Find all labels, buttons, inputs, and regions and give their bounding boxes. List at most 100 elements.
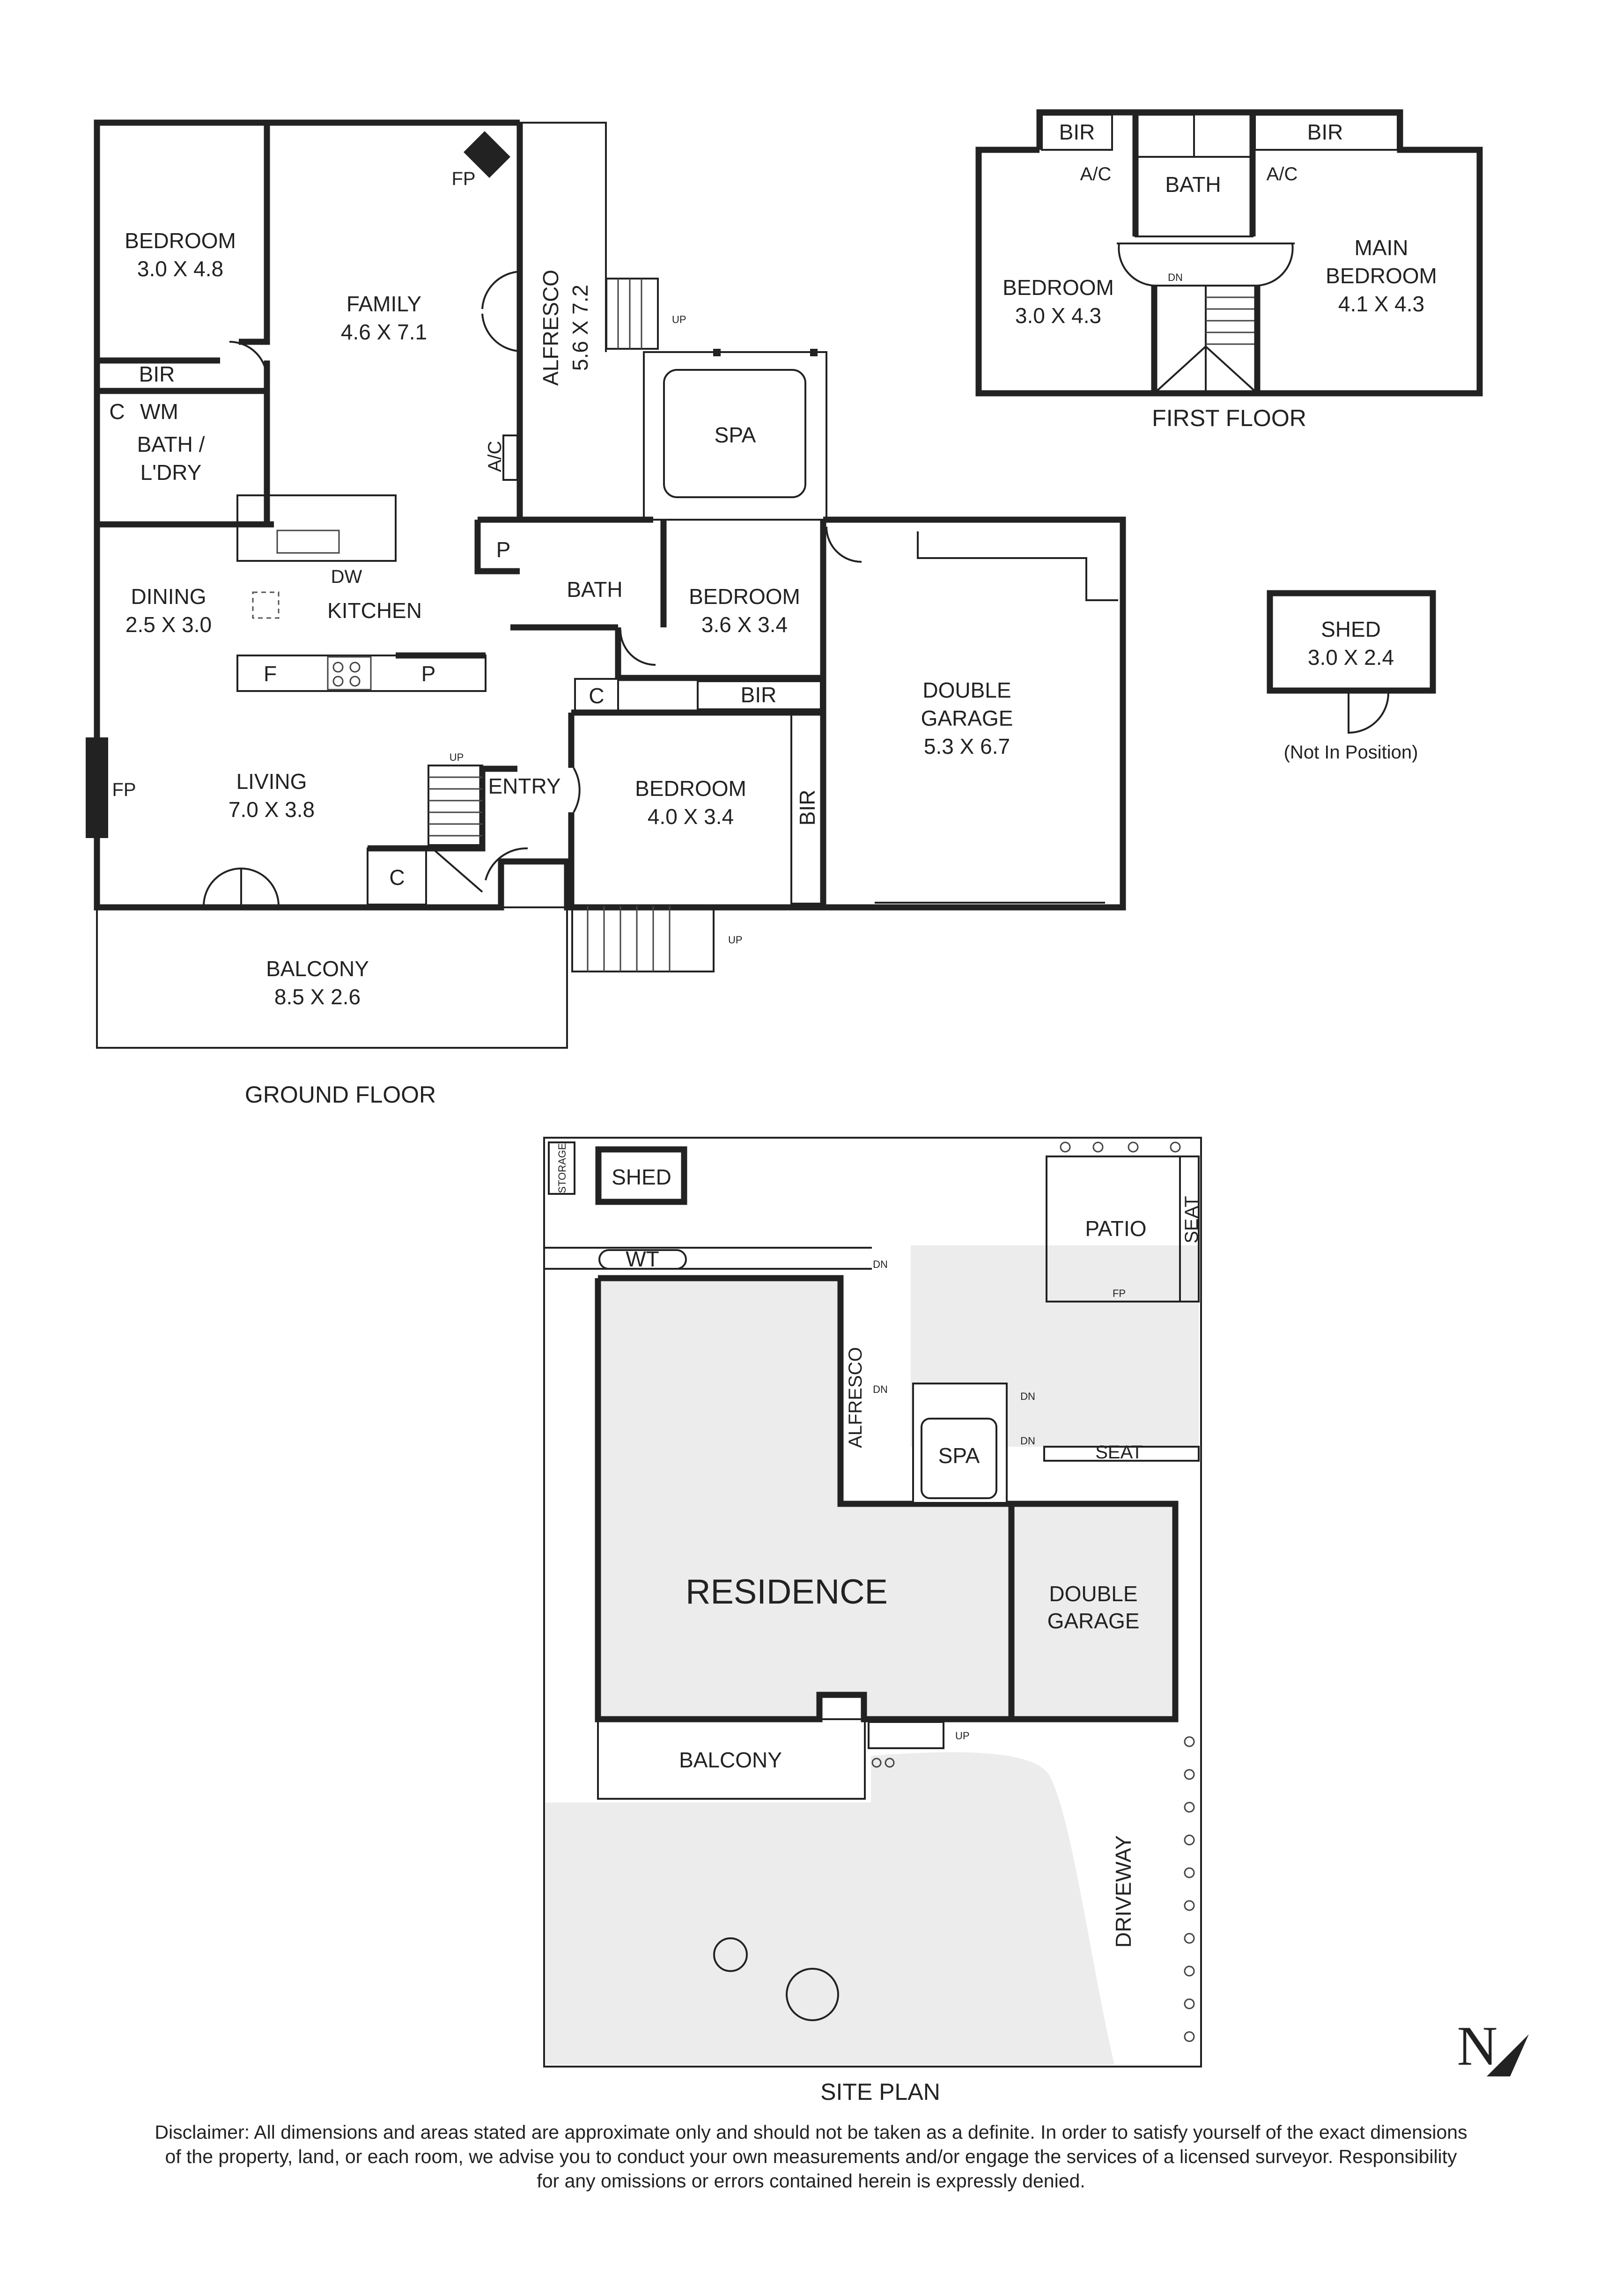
family-dims: 4.6 X 7.1: [341, 320, 427, 344]
site-spa-label: SPA: [938, 1443, 980, 1468]
tree: [713, 1937, 748, 1972]
shrub: [885, 1758, 895, 1768]
storage: [548, 1141, 575, 1195]
site-garage-label: DOUBLE: [1049, 1582, 1137, 1606]
site-seat-label: SEAT: [1095, 1442, 1143, 1463]
hedge: [1170, 1141, 1181, 1153]
kitchen-label: KITCHEN: [327, 598, 422, 623]
bedroom-mid-dims: 3.6 X 3.4: [701, 612, 788, 637]
site-up-label: UP: [955, 1730, 970, 1742]
bedroom-se-label: BEDROOM: [635, 776, 746, 801]
site-balcony-label: BALCONY: [679, 1748, 782, 1772]
alfresco-dims: 5.6 X 7.2: [568, 285, 592, 371]
cooktop-burner: [349, 676, 361, 687]
bath-wall: [474, 520, 520, 574]
patio-seat: [1179, 1155, 1200, 1303]
disclaimer: Disclaimer: All dimensions and areas sta…: [80, 2120, 1542, 2193]
first-floor-exterior-wall: [975, 109, 1483, 397]
seat-bench: [1043, 1446, 1200, 1462]
balcony-dims: 8.5 X 2.6: [274, 985, 361, 1009]
first-floor-title: FIRST FLOOR: [1152, 405, 1306, 431]
spa-post: [713, 349, 721, 356]
living-label: LIVING: [236, 769, 307, 794]
bir-robe: [697, 680, 822, 710]
ff-dn-label: DN: [1168, 272, 1183, 283]
sink: [276, 530, 340, 554]
pantry-label: P: [421, 662, 436, 686]
shrub: [871, 1758, 882, 1768]
site-garage: [1008, 1501, 1179, 1722]
site-spa-deck: [912, 1383, 1008, 1504]
hedge: [1092, 1141, 1104, 1153]
stair-up-label: UP: [450, 751, 464, 763]
bedroom-se-dims: 4.0 X 3.4: [648, 804, 734, 829]
water-tank-label: WT: [626, 1247, 659, 1271]
family-label: FAMILY: [347, 292, 421, 316]
ff-bir-left-label: BIR: [1059, 120, 1095, 144]
external-stair: [571, 905, 715, 972]
site-shed: [595, 1146, 687, 1205]
dn-label: DN: [1020, 1435, 1035, 1447]
garage-label-2: GARAGE: [921, 706, 1013, 730]
spa-post: [810, 349, 818, 356]
ff-bedroom-label: BEDROOM: [1003, 275, 1114, 300]
cooktop-burner: [332, 676, 344, 687]
hedge: [1184, 2031, 1195, 2042]
site-plan-title: SITE PLAN: [820, 2079, 940, 2105]
dw-label: DW: [331, 567, 362, 587]
kitchen-bench: [236, 655, 487, 692]
compass-arrow-icon: [1487, 2034, 1529, 2076]
ground-floor-plan: BEDROOM 3.0 X 4.8 FAMILY 4.6 X 7.1 FP AL…: [86, 119, 1126, 1108]
external-stair-up-label: UP: [728, 934, 743, 946]
ff-ac-right-label: A/C: [1267, 164, 1298, 184]
storage-label: STORAGE: [556, 1143, 568, 1193]
fridge-label: F: [264, 662, 277, 686]
garage-dims: 5.3 X 6.7: [924, 734, 1010, 758]
residence-label: RESIDENCE: [686, 1572, 888, 1611]
tree: [786, 1968, 839, 2021]
north-compass: N: [1457, 2015, 1529, 2077]
door-swing: [481, 271, 520, 309]
site-shed-label: SHED: [612, 1165, 671, 1189]
hedge: [1184, 1998, 1195, 2009]
door-swing: [485, 847, 528, 881]
cupboard-label: C: [389, 865, 405, 890]
ff-bir-right-label: BIR: [1307, 120, 1343, 144]
ff-main-bedroom-label-2: BEDROOM: [1326, 264, 1437, 288]
balcony-label: BALCONY: [266, 957, 369, 981]
dn-label: DN: [1020, 1391, 1035, 1402]
fireplace-living-label: FP: [112, 780, 136, 800]
bir-label: BIR: [139, 362, 175, 386]
door-swing: [826, 526, 862, 563]
bath-pantry-label: P: [496, 537, 511, 562]
site-spa: [921, 1418, 997, 1499]
cooktop-burner: [349, 662, 361, 673]
door-swing: [573, 767, 581, 813]
cupboard-label: C: [109, 399, 125, 424]
bir-left: [1041, 114, 1113, 151]
site-stair: [868, 1721, 944, 1749]
ground-floor-exterior-wall: [94, 119, 826, 911]
ff-ac-left-label: A/C: [1080, 164, 1112, 184]
first-floor-plan: BIR BIR A/C A/C BATH BEDROOM 3.0 X 4.3 M…: [975, 109, 1483, 431]
hedge: [1060, 1141, 1071, 1153]
fireplace-label: FP: [451, 169, 475, 189]
spa-tub: [663, 369, 806, 498]
site-plan: STORAGE SHED WT PATIO SEAT FP DN DN DN D…: [543, 1137, 1202, 2105]
ground-floor-title: GROUND FLOOR: [245, 1082, 436, 1108]
cooktop: [327, 656, 372, 691]
stair-diagonal: [1205, 346, 1258, 394]
entry-label: ENTRY: [488, 774, 560, 798]
ac-label: A/C: [485, 441, 505, 472]
shed-plan: SHED 3.0 X 2.4 (Not In Position): [1267, 590, 1436, 763]
cupboard: [367, 847, 427, 905]
disclaimer-line-1: Disclaimer: All dimensions and areas sta…: [155, 2121, 1467, 2143]
ff-main-bedroom-label: MAIN: [1355, 235, 1408, 260]
wm-label: WM: [140, 399, 178, 424]
garage-step: [917, 531, 1118, 601]
driveway-label: DRIVEWAY: [1111, 1835, 1135, 1948]
spa-label: SPA: [715, 423, 756, 447]
dining-dims: 2.5 X 3.0: [125, 612, 212, 637]
site-garage-label-2: GARAGE: [1047, 1609, 1140, 1633]
